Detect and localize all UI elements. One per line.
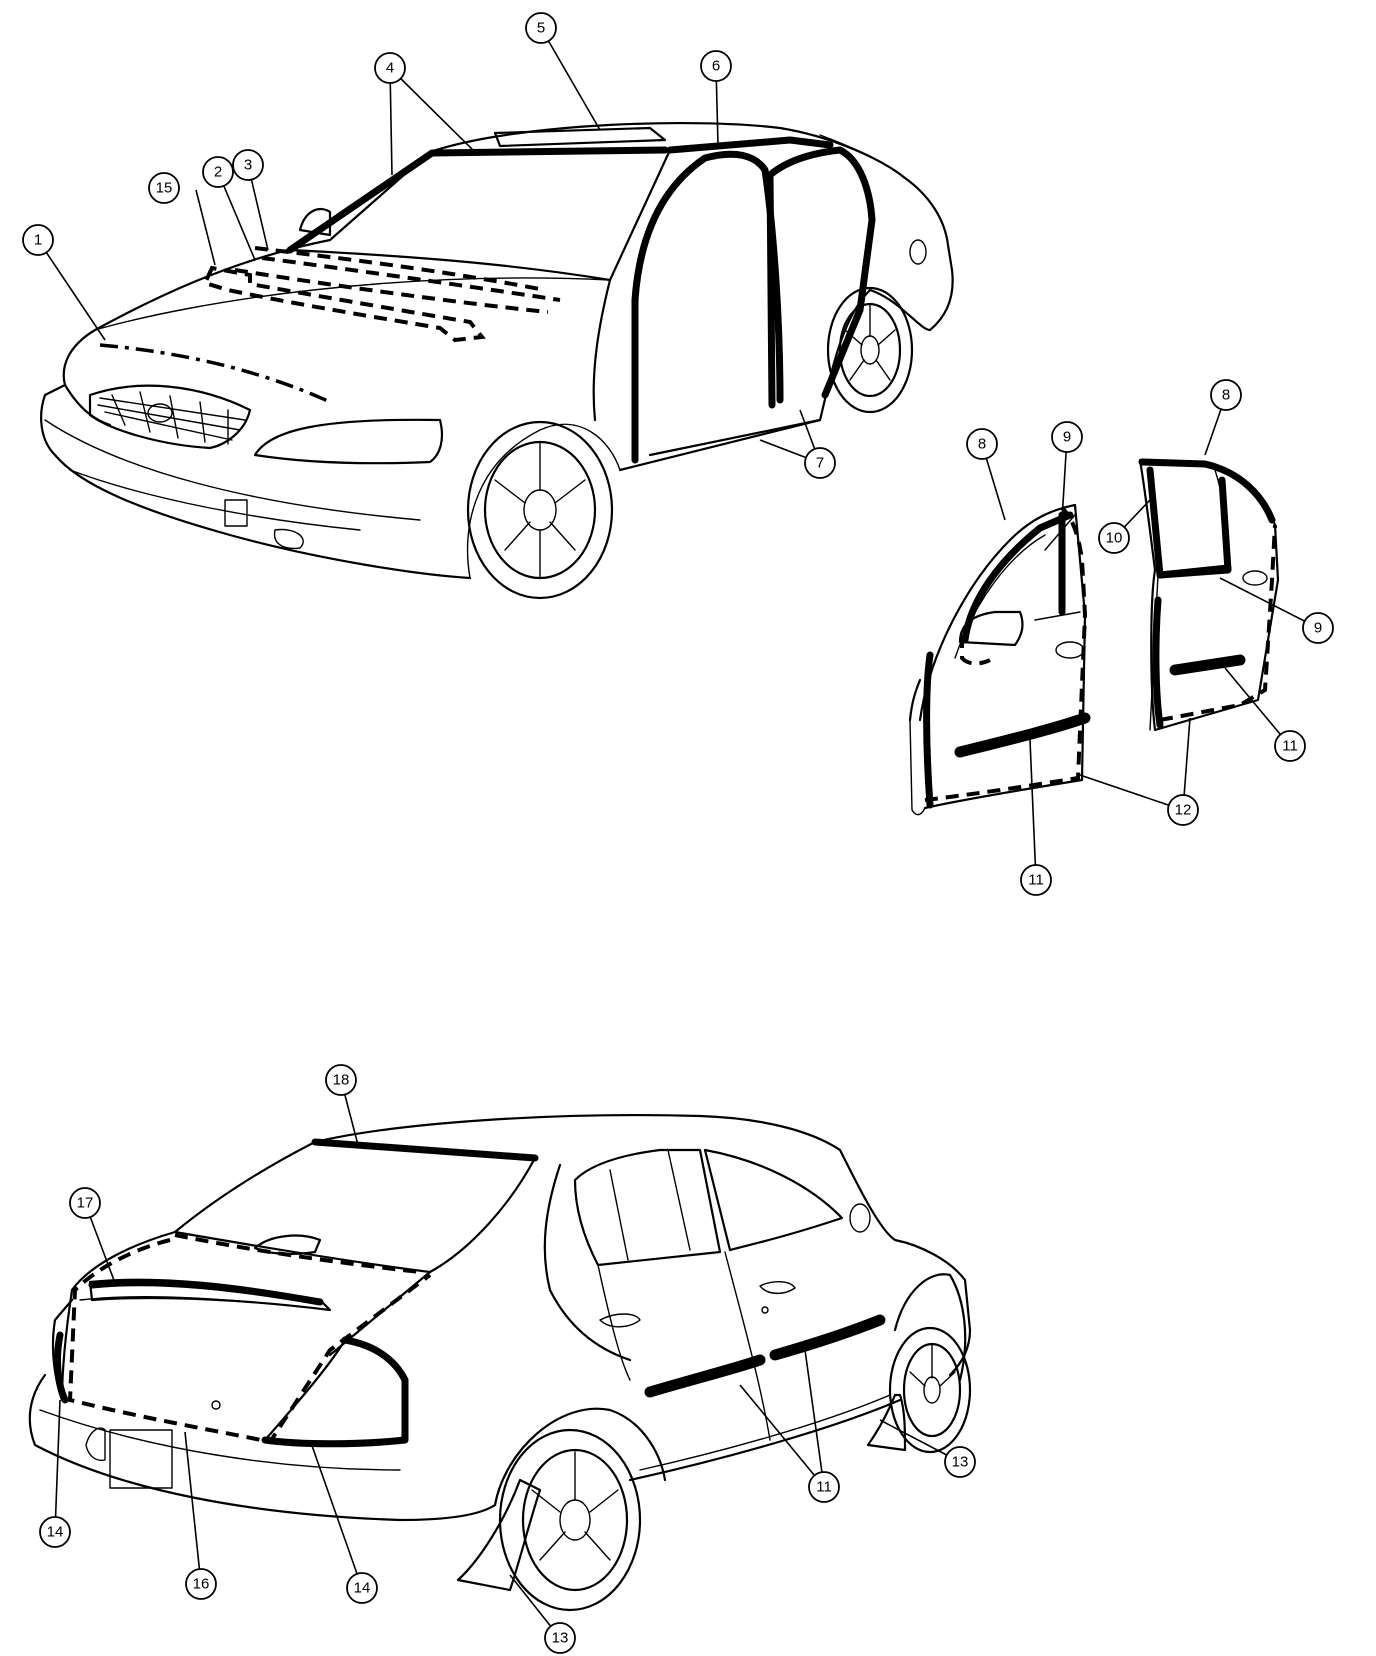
seal-8-front-door-outer xyxy=(961,511,1074,644)
seal-3-cowl-upper xyxy=(261,256,561,302)
mudguard-13-rear xyxy=(456,1478,542,1592)
callout-9-rear-door: 9 xyxy=(1302,612,1334,644)
seal-14-rear-combination-lamp-left xyxy=(54,1331,69,1404)
callout-10: 10 xyxy=(1098,522,1130,554)
svg-text:6: 6 xyxy=(712,58,720,75)
seal-12-front-door-weatherstrip xyxy=(924,506,1088,802)
seal-9-rear-door-belt xyxy=(1156,564,1232,579)
seal-7-front-door-opening xyxy=(631,150,784,464)
svg-text:16: 16 xyxy=(193,1576,210,1593)
callout-11-side: 11 xyxy=(808,1471,840,1503)
svg-text:14: 14 xyxy=(354,1580,371,1597)
callout-8-rear-door: 8 xyxy=(1210,379,1242,411)
svg-text:3: 3 xyxy=(244,157,252,174)
svg-text:12: 12 xyxy=(1175,802,1192,819)
callout-6: 6 xyxy=(700,50,732,82)
front-car-view xyxy=(40,121,954,600)
molding-11-front-door xyxy=(954,712,1091,758)
svg-text:15: 15 xyxy=(156,180,173,197)
callout-14-left: 14 xyxy=(39,1516,71,1548)
svg-text:9: 9 xyxy=(1063,429,1071,446)
svg-text:11: 11 xyxy=(816,1479,832,1496)
svg-text:13: 13 xyxy=(952,1454,969,1471)
seal-16-trunk-lid xyxy=(67,1238,432,1445)
callout-13-front: 13 xyxy=(944,1446,976,1478)
seal-2-cowl xyxy=(234,268,549,314)
callout-1: 1 xyxy=(22,224,54,256)
seal-17-trunk-molding xyxy=(88,1279,324,1306)
seal-1-hood-front xyxy=(99,343,331,404)
svg-text:13: 13 xyxy=(552,1630,569,1647)
seal-10-rear-door-glass-run xyxy=(1146,466,1232,579)
svg-text:14: 14 xyxy=(47,1524,64,1541)
svg-text:11: 11 xyxy=(1282,738,1298,755)
seal-7-rear-door-opening xyxy=(766,146,876,409)
callout-7: 7 xyxy=(804,447,836,479)
svg-text:8: 8 xyxy=(978,436,986,453)
callout-8-front-door: 8 xyxy=(966,428,998,460)
seal-4-windshield-molding xyxy=(286,146,669,254)
callout-17: 17 xyxy=(69,1187,101,1219)
callout-3: 3 xyxy=(232,149,264,181)
svg-text:7: 7 xyxy=(816,455,824,472)
seal-front-door-hinge xyxy=(923,651,934,809)
callout-9-front-door: 9 xyxy=(1051,421,1083,453)
molding-11-rear-door xyxy=(1169,654,1246,676)
doors-view xyxy=(908,458,1280,816)
svg-text:5: 5 xyxy=(537,20,545,37)
callout-2: 2 xyxy=(202,156,234,188)
callout-11-rear-door: 11 xyxy=(1274,730,1306,762)
callout-4: 4 xyxy=(374,52,406,84)
mudguard-13-front xyxy=(866,1393,907,1452)
callout-5: 5 xyxy=(525,12,557,44)
seal-12-rear-door-weatherstrip xyxy=(1159,524,1277,722)
seal-8-rear-door-outer xyxy=(1138,458,1276,524)
molding-11-front-door-side xyxy=(769,1314,886,1361)
seal-15-hood-insulator xyxy=(202,265,486,343)
svg-text:17: 17 xyxy=(77,1195,94,1212)
svg-text:2: 2 xyxy=(214,164,222,181)
svg-text:4: 4 xyxy=(386,60,394,77)
callout-18: 18 xyxy=(325,1064,357,1096)
svg-text:10: 10 xyxy=(1106,530,1123,547)
svg-text:18: 18 xyxy=(333,1072,350,1089)
callout-15: 15 xyxy=(148,172,180,204)
seal-6-drip-molding xyxy=(666,136,834,154)
callout-13-rear: 13 xyxy=(544,1622,576,1654)
callout-11-front-door: 11 xyxy=(1020,864,1052,896)
svg-text:11: 11 xyxy=(1028,872,1044,889)
seal-14-rear-combination-lamp-right xyxy=(261,1336,409,1448)
rear-car-view xyxy=(28,1114,972,1612)
callout-12: 12 xyxy=(1167,794,1199,826)
seal-rear-door-hinge xyxy=(1152,596,1164,729)
seal-18-rear-window-molding xyxy=(311,1138,539,1162)
svg-text:8: 8 xyxy=(1222,387,1230,404)
molding-11-rear-door-side xyxy=(644,1354,766,1398)
svg-text:1: 1 xyxy=(34,232,42,249)
callout-14-right: 14 xyxy=(346,1572,378,1604)
svg-text:9: 9 xyxy=(1314,620,1322,637)
callout-16: 16 xyxy=(185,1568,217,1600)
